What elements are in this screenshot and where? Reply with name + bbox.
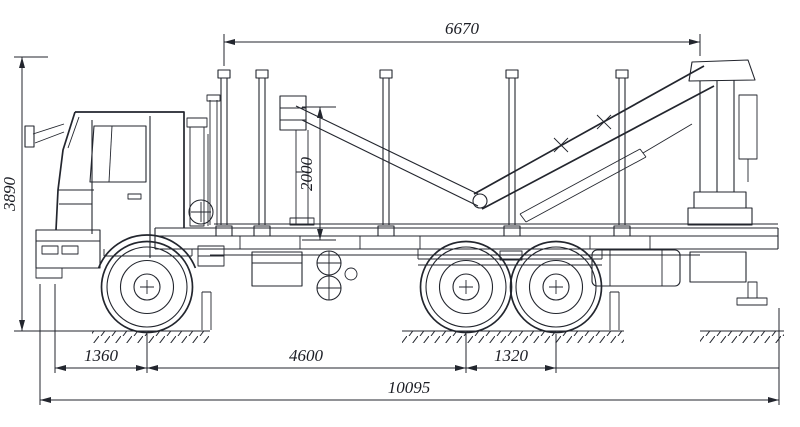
dimension-wheelbase: 4600 [146, 334, 466, 373]
dim-bogie-spacing-label: 1320 [494, 346, 529, 365]
stake [613, 69, 631, 237]
side-mirror [24, 125, 35, 148]
front-wheel [100, 240, 194, 334]
dimension-overall-length: 10095 [39, 284, 780, 405]
crane-column [687, 59, 758, 226]
knuckle-joint [472, 193, 488, 209]
dim-top-span-label: 6670 [445, 19, 480, 38]
stake [377, 69, 395, 237]
stake [215, 69, 233, 237]
crane-jib [279, 95, 479, 226]
side-window [89, 125, 147, 183]
crane [279, 59, 768, 306]
air-intake-stack [189, 126, 205, 227]
log-stakes [215, 69, 631, 237]
dim-wheelbase-label: 4600 [289, 346, 324, 365]
mirror-arm [32, 123, 65, 144]
dimensions: 6670 3890 2000 1360 4600 1320 [0, 19, 780, 405]
ground-hatching [402, 331, 624, 343]
dimension-loading-height: 2000 [297, 106, 336, 241]
crane-base-equipment [689, 251, 768, 306]
dimension-top-span: 6670 [223, 19, 701, 66]
dimension-front-overhang: 1360 [54, 284, 147, 373]
dimension-bogie-spacing: 1320 [465, 334, 779, 373]
ground-line [92, 330, 784, 343]
headlight [61, 245, 79, 255]
crane-rotator [693, 191, 747, 209]
crane-boom [473, 65, 715, 223]
door-handle [127, 193, 142, 200]
frame-pulley [188, 199, 214, 225]
dim-overall-length-label: 10095 [388, 378, 431, 397]
door-lines [91, 116, 151, 258]
dim-front-overhang-label: 1360 [84, 346, 119, 365]
crane-pedestal [687, 207, 753, 226]
stake [503, 69, 521, 237]
fuel-tank [591, 249, 681, 287]
dimension-overall-height: 3890 [0, 56, 92, 332]
ground-hatching [92, 331, 210, 343]
truck-cab [24, 94, 225, 279]
dim-overall-height-label: 3890 [0, 177, 19, 213]
ground-hatching [700, 331, 784, 343]
boom-cylinder [519, 123, 693, 223]
headlight [41, 245, 59, 255]
stake [253, 69, 271, 237]
wheel-arch [97, 234, 197, 269]
lift-cylinder [738, 94, 758, 160]
boom-rest-stand [295, 130, 309, 225]
tool-box [251, 251, 303, 287]
dim-loading-height-label: 2000 [297, 157, 316, 192]
front-suspension [103, 249, 212, 330]
hose-reels [316, 250, 358, 301]
air-intake-cap [186, 117, 208, 128]
